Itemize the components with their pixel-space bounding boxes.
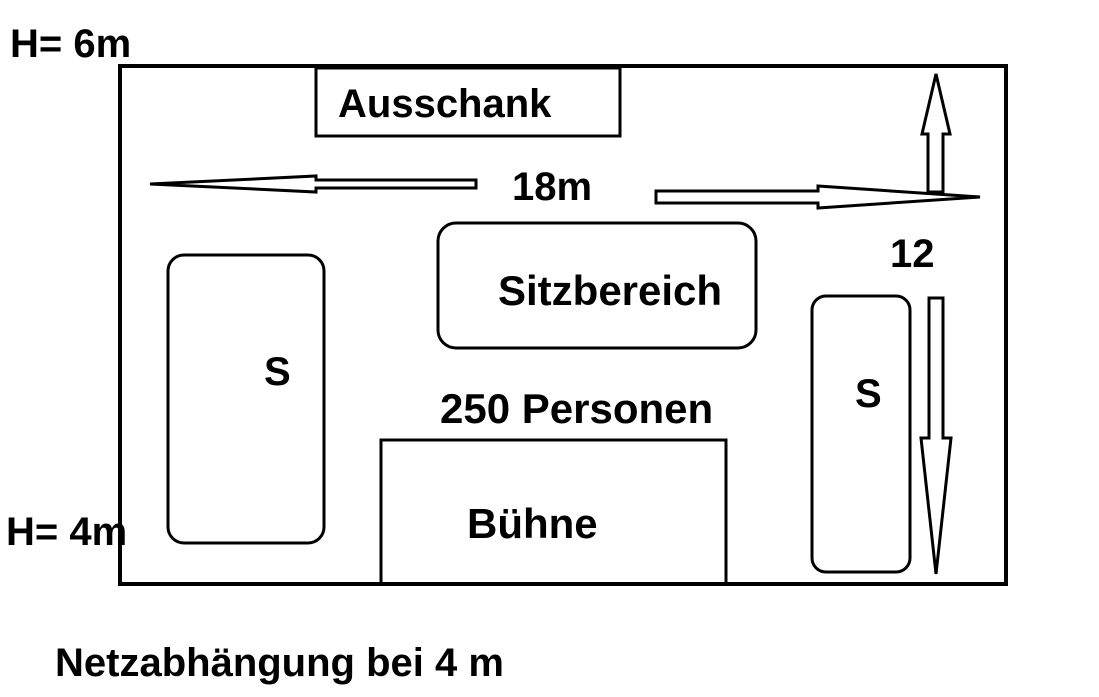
- capacity-label: 250 Personen: [440, 385, 714, 432]
- width-arrow-right: [654, 184, 981, 210]
- depth-dimension-label: 12: [890, 232, 935, 276]
- height-label-bottom: H= 4m: [6, 510, 128, 554]
- height-label-top: H= 6m: [10, 22, 132, 66]
- hall-outline: [118, 64, 1008, 586]
- footer-note: Netzabhängung bei 4 m: [55, 641, 504, 685]
- width-dimension-label: 18m: [512, 165, 593, 209]
- bar-box: [314, 66, 622, 138]
- width-arrow-left: [149, 174, 478, 194]
- seating-area-box: [436, 221, 758, 350]
- depth-arrow-up: [920, 73, 952, 194]
- stage-label: Bühne: [467, 500, 598, 547]
- stage-box: [379, 438, 728, 584]
- left-side-area-label: S: [264, 350, 291, 394]
- depth-arrow-down: [919, 296, 953, 575]
- bar-label: Ausschank: [338, 82, 552, 126]
- right-side-area-box: [810, 294, 912, 574]
- left-side-area-box: [166, 253, 326, 545]
- right-side-area-label: S: [855, 372, 882, 416]
- seating-label: Sitzbereich: [498, 267, 723, 314]
